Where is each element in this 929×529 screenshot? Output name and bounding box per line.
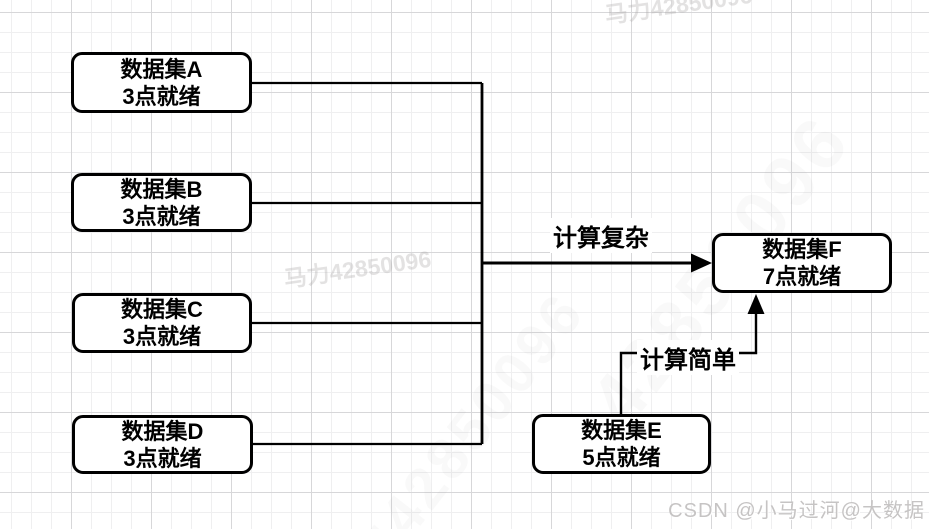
node-subtitle: 3点就绪 [123, 445, 202, 471]
arrow-simple-head [747, 294, 765, 314]
node-subtitle: 3点就绪 [122, 203, 201, 229]
edge-label-complex: 计算复杂 [550, 218, 652, 253]
node-title: 数据集A [120, 56, 203, 82]
node-title: 数据集D [121, 418, 204, 444]
node-dataset-e: 数据集E 5点就绪 [532, 414, 711, 474]
node-dataset-d: 数据集D 3点就绪 [72, 415, 253, 474]
node-dataset-b: 数据集B 3点就绪 [71, 173, 252, 232]
node-dataset-f: 数据集F 7点就绪 [712, 233, 892, 293]
watermark-tile-2: 马力42850096 [603, 0, 754, 29]
node-title: 数据集F [762, 237, 842, 262]
node-title: 数据集C [121, 297, 203, 322]
arrow-complex-head [691, 253, 712, 273]
watermark-large-2: 马力42850096 [291, 280, 598, 529]
node-dataset-c: 数据集C 3点就绪 [72, 293, 252, 353]
node-subtitle: 3点就绪 [122, 83, 201, 109]
edge-label-simple: 计算简单 [637, 340, 739, 375]
node-dataset-a: 数据集A 3点就绪 [71, 52, 252, 113]
node-subtitle: 3点就绪 [122, 324, 202, 349]
node-title: 数据集E [581, 418, 662, 443]
watermark-tile-1: 马力42850096 [282, 245, 433, 293]
csdn-watermark: CSDN @小马过河@大数据 [668, 500, 925, 522]
node-subtitle: 5点就绪 [582, 445, 661, 470]
node-subtitle: 7点就绪 [762, 264, 842, 289]
node-title: 数据集B [120, 176, 203, 202]
